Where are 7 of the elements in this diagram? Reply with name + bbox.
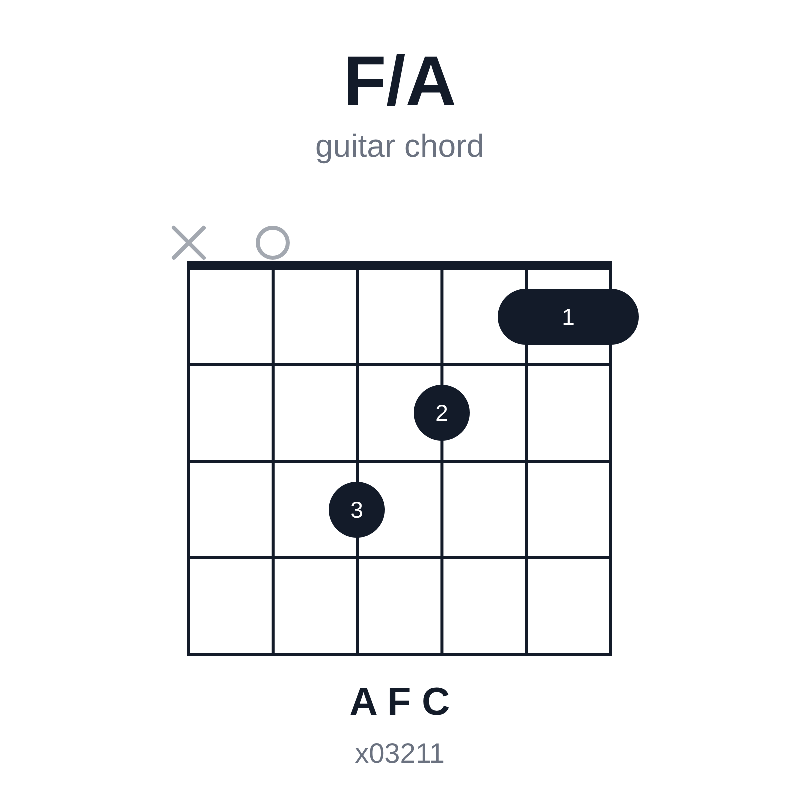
chord-notes: A F C [350, 682, 450, 722]
fingering-code: x03211 [355, 740, 445, 768]
chord-title: F/A [344, 46, 456, 116]
finger-dot: 2 [414, 385, 470, 441]
chord-subtitle: guitar chord [316, 130, 484, 162]
finger-dot: 3 [329, 482, 385, 538]
barre-finger-marker: 1 [498, 289, 639, 345]
